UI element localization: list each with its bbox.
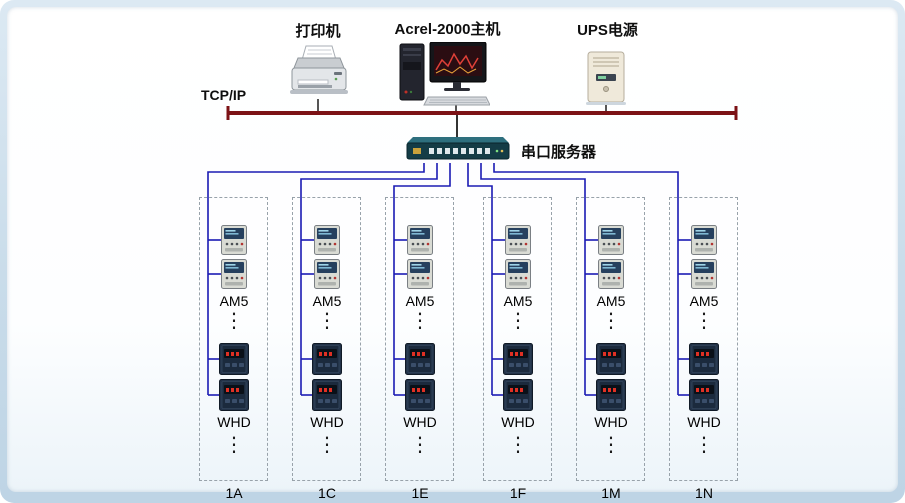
am5-meter-icon: [691, 225, 717, 255]
feeder-name: 1N: [695, 485, 713, 501]
am5-group-label: AM5: [405, 293, 435, 309]
whd-meter-icon: [503, 343, 533, 375]
am5-meter-icon: [598, 259, 624, 289]
whd-meter-icon: [219, 379, 249, 411]
serial-server-label: 串口服务器: [521, 144, 597, 161]
diagram-panel: [7, 7, 898, 492]
feeder-group-box: [669, 197, 738, 481]
ups-label: UPS电源: [577, 22, 638, 39]
ellipsis-top: ⋮: [601, 310, 621, 332]
whd-group-label: WHD: [310, 414, 344, 430]
am5-group-label: AM5: [503, 293, 533, 309]
whd-meter-icon: [503, 379, 533, 411]
printer-icon: [288, 44, 350, 102]
whd-group-label: WHD: [687, 414, 721, 430]
ellipsis-bottom: ⋮: [224, 434, 244, 456]
whd-meter-icon: [312, 379, 342, 411]
am5-group-label: AM5: [219, 293, 249, 309]
feeder-column-1f: AM5 ⋮ WHD ⋮ 1F: [483, 197, 553, 503]
whd-meter-icon: [405, 379, 435, 411]
whd-group-label: WHD: [403, 414, 437, 430]
whd-meter-icon: [596, 343, 626, 375]
feeder-group-box: [483, 197, 552, 481]
ellipsis-top: ⋮: [224, 310, 244, 332]
ellipsis-top: ⋮: [694, 310, 714, 332]
am5-meter-icon: [505, 259, 531, 289]
feeder-column-1c: AM5 ⋮ WHD ⋮ 1C: [292, 197, 362, 503]
feeder-column-1m: AM5 ⋮ WHD ⋮ 1M: [576, 197, 646, 503]
ellipsis-bottom: ⋮: [410, 434, 430, 456]
am5-meter-icon: [505, 225, 531, 255]
feeder-name: 1F: [509, 485, 527, 501]
am5-meter-icon: [221, 259, 247, 289]
tcpip-bus-label: TCP/IP: [201, 87, 247, 103]
am5-group-label: AM5: [312, 293, 342, 309]
am5-group-label: AM5: [689, 293, 719, 309]
whd-group-label: WHD: [594, 414, 628, 430]
whd-group-label: WHD: [217, 414, 251, 430]
am5-group-label: AM5: [596, 293, 626, 309]
whd-meter-icon: [596, 379, 626, 411]
serial-server-icon: [405, 135, 511, 163]
ellipsis-top: ⋮: [508, 310, 528, 332]
host-label: Acrel-2000主机: [394, 21, 501, 38]
feeder-name: 1A: [225, 485, 243, 501]
feeder-name: 1E: [411, 485, 429, 501]
feeder-column-1n: AM5 ⋮ WHD ⋮ 1N: [669, 197, 739, 503]
feeder-name: 1C: [318, 485, 336, 501]
am5-meter-icon: [598, 225, 624, 255]
am5-meter-icon: [691, 259, 717, 289]
am5-meter-icon: [314, 225, 340, 255]
feeder-group-box: [385, 197, 454, 481]
ellipsis-top: ⋮: [317, 310, 337, 332]
whd-group-label: WHD: [501, 414, 535, 430]
ups-icon: [584, 50, 628, 106]
whd-meter-icon: [689, 343, 719, 375]
feeder-column-1a: AM5 ⋮ WHD ⋮ 1A: [199, 197, 269, 503]
feeder-group-box: [199, 197, 268, 481]
ellipsis-top: ⋮: [410, 310, 430, 332]
am5-meter-icon: [407, 225, 433, 255]
ellipsis-bottom: ⋮: [601, 434, 621, 456]
am5-meter-icon: [407, 259, 433, 289]
am5-meter-icon: [221, 225, 247, 255]
ellipsis-bottom: ⋮: [694, 434, 714, 456]
whd-meter-icon: [312, 343, 342, 375]
feeder-group-box: [576, 197, 645, 481]
am5-meter-icon: [314, 259, 340, 289]
whd-meter-icon: [689, 379, 719, 411]
ellipsis-bottom: ⋮: [508, 434, 528, 456]
feeder-name: 1M: [601, 485, 621, 501]
ellipsis-bottom: ⋮: [317, 434, 337, 456]
whd-meter-icon: [405, 343, 435, 375]
printer-label: 打印机: [295, 23, 341, 40]
feeder-group-box: [292, 197, 361, 481]
feeder-column-1e: AM5 ⋮ WHD ⋮ 1E: [385, 197, 455, 503]
host-computer-icon: [398, 42, 490, 108]
whd-meter-icon: [219, 343, 249, 375]
